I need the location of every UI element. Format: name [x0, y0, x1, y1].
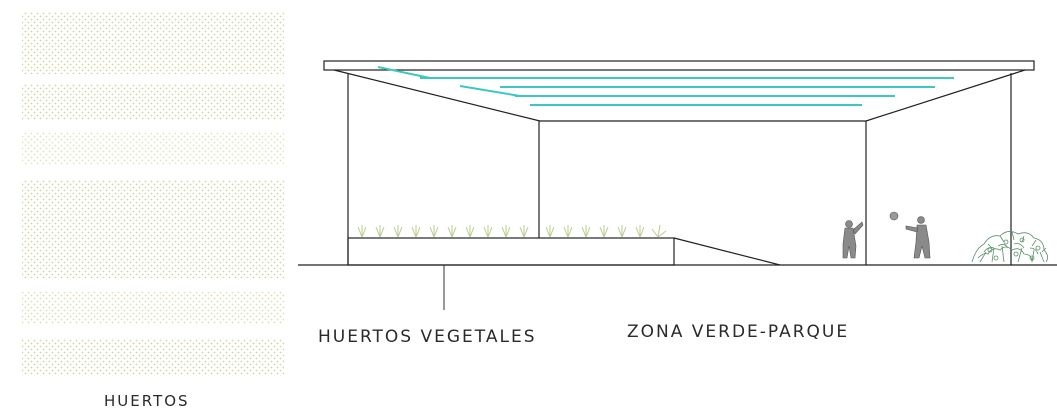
- vegetables: [357, 224, 667, 238]
- garden-bed: [22, 338, 284, 376]
- roof-accent-lines: [377, 66, 954, 106]
- bush: [971, 231, 1048, 263]
- garden-bed: [22, 132, 284, 164]
- label-huertos: HUERTOS: [104, 392, 190, 410]
- person-figure: [905, 216, 931, 259]
- planter-box: [347, 237, 675, 266]
- ball: [889, 211, 899, 221]
- garden-bed: [22, 292, 284, 324]
- garden-plan: [22, 12, 284, 376]
- ramp: [673, 237, 781, 266]
- person-figure: [842, 220, 864, 259]
- garden-bed: [22, 84, 284, 120]
- roof-slab: [323, 60, 1035, 71]
- label-huertos-vegetales: HUERTOS VEGETALES: [318, 327, 537, 347]
- building-section: HUERTOS VEGETALES ZONA VERDE-PARQUE: [298, 60, 1057, 347]
- roof-soffit: [333, 69, 1026, 122]
- label-zona-verde-parque: ZONA VERDE-PARQUE: [627, 322, 849, 342]
- garden-bed: [22, 12, 284, 74]
- garden-bed: [22, 180, 284, 278]
